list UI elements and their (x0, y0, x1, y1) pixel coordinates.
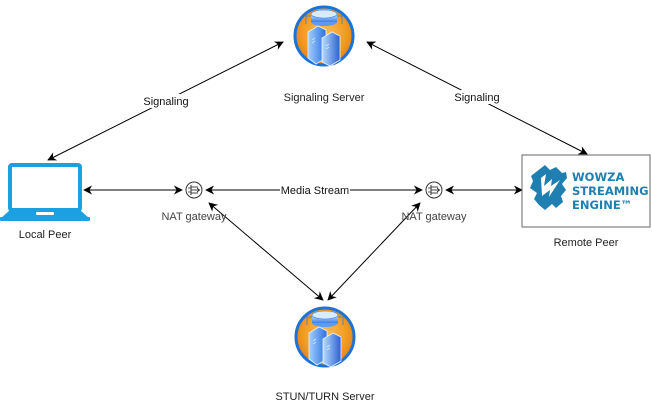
server-icon (293, 5, 355, 68)
edge-label-signaling-right: Signaling (454, 92, 499, 104)
wowza-logo: WOWZA STREAMING ENGINE™ (530, 165, 649, 212)
node-nat-gateway-right[interactable]: NAT gateway (401, 181, 467, 223)
server-icon (294, 306, 356, 369)
edge-label-media-stream: Media Stream (281, 185, 349, 197)
wowza-line2: STREAMING (572, 184, 649, 198)
nat-gateway-right-label: NAT gateway (401, 211, 467, 223)
signaling-server-label: Signaling Server (284, 92, 365, 104)
nat-gateway-left-label: NAT gateway (161, 211, 227, 223)
node-local-peer[interactable]: Local Peer (0, 163, 90, 241)
laptop-icon (0, 163, 90, 221)
edge-nat-right-stun (327, 202, 421, 301)
remote-peer-label: Remote Peer (554, 237, 619, 249)
local-peer-label: Local Peer (19, 229, 72, 241)
wowza-line1: WOWZA (572, 170, 624, 184)
node-signaling-server[interactable]: Signaling Server (284, 5, 365, 104)
edge-label-signaling-left: Signaling (143, 96, 188, 108)
nat-gateway-icon (185, 181, 203, 199)
nat-gateway-icon (425, 181, 443, 199)
node-remote-peer[interactable]: WOWZA STREAMING ENGINE™ Remote Peer (521, 154, 651, 249)
edge-labels: Signaling Signaling Media Stream (141, 90, 502, 197)
edge-nat-left-stun (208, 202, 324, 301)
wowza-line3: ENGINE™ (572, 198, 632, 212)
node-stun-turn-server[interactable]: STUN/TURN Server (275, 306, 375, 403)
stun-turn-server-label: STUN/TURN Server (275, 391, 374, 403)
node-nat-gateway-left[interactable]: NAT gateway (161, 181, 227, 223)
edges (47, 41, 588, 301)
